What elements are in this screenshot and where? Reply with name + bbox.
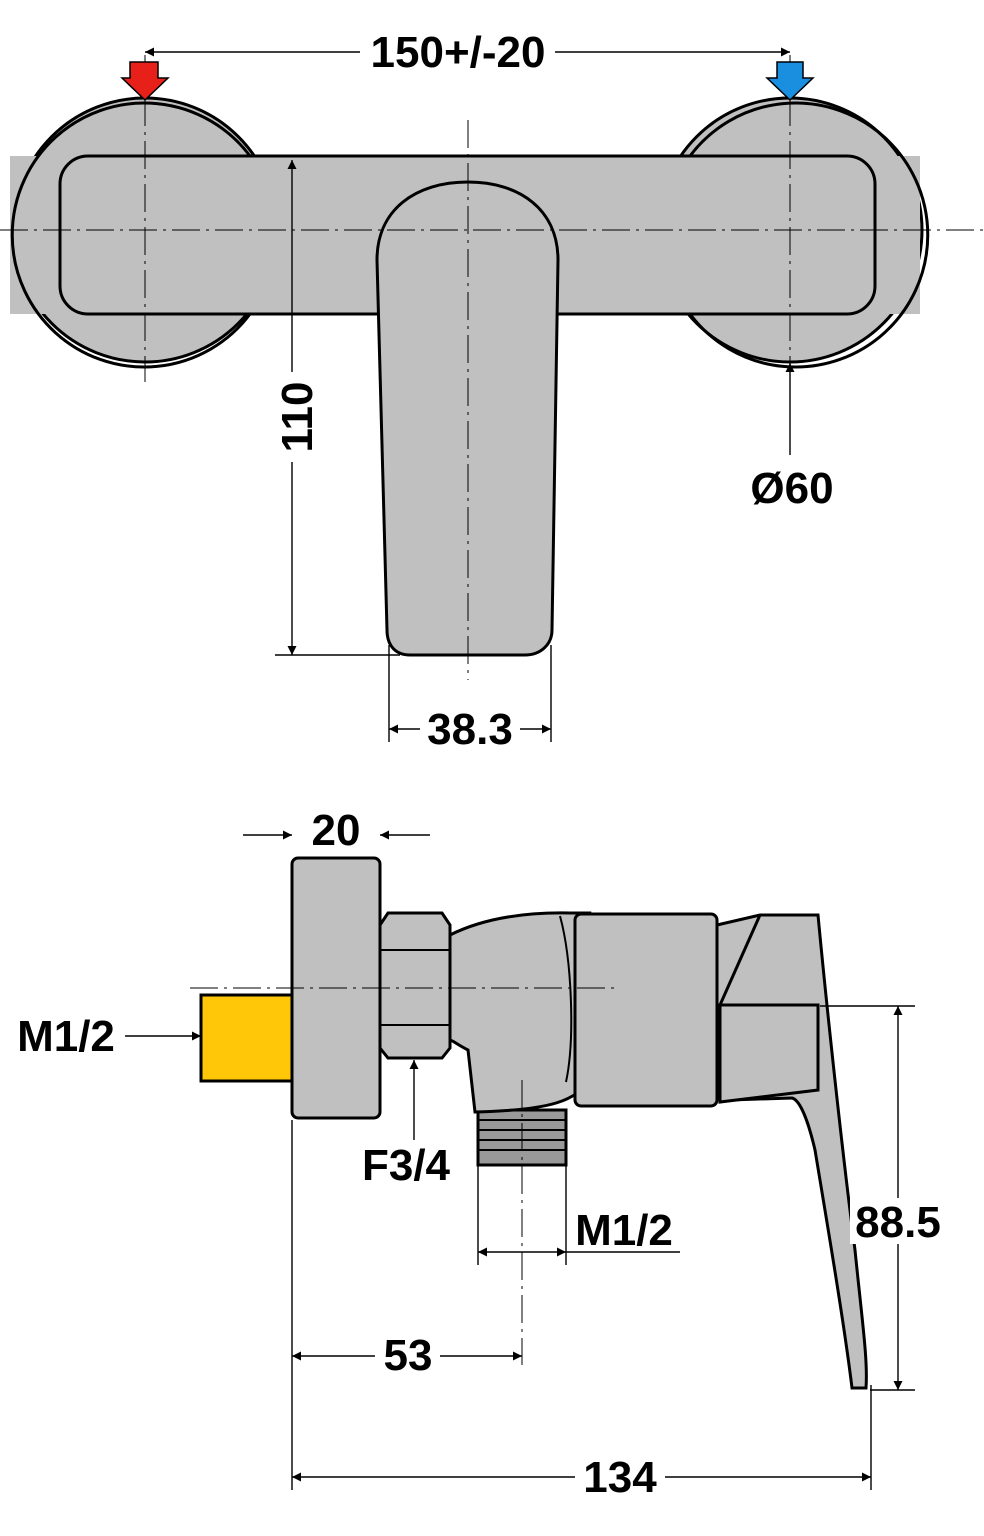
lever-collar	[718, 1003, 820, 1104]
housing-seam	[559, 915, 573, 1083]
label-total-depth: 134	[583, 1453, 657, 1502]
side-lever	[715, 913, 868, 1390]
label-bg-height	[270, 372, 320, 462]
cold-water-arrow	[765, 61, 815, 102]
hot-water-arrow	[120, 61, 170, 102]
label-bg-lever-width	[420, 704, 520, 750]
label-outlet-thread: M1/2	[575, 1206, 673, 1255]
lever-front-edge	[718, 914, 762, 1006]
label-lever-height: 88.5	[855, 1198, 941, 1247]
cartridge-housing	[573, 912, 719, 1108]
lever-handle	[375, 180, 560, 657]
side-view: 20 M1/2 F3/4 M1/2 53 134 88.5	[17, 806, 946, 1502]
left-escutcheon-edge	[10, 101, 252, 369]
label-dim-flange: 20	[312, 806, 361, 855]
inlet-connector	[199, 993, 295, 1083]
right-escutcheon-edge	[688, 101, 930, 369]
hex-nut	[378, 911, 452, 1060]
label-nut-thread: F3/4	[362, 1141, 451, 1190]
label-outlet-offset: 53	[384, 1331, 433, 1380]
label-inlet-thread: M1/2	[17, 1012, 115, 1061]
label-bg-lever-height	[850, 1198, 946, 1244]
label-dim-diameter: Ø60	[750, 464, 833, 513]
label-dim-width: 150+/-20	[371, 28, 546, 77]
top-view: 150+/-20 110 Ø60 38.3	[0, 28, 984, 754]
label-dim-lever-width: 38.3	[427, 705, 513, 754]
label-dim-height: 110	[273, 382, 322, 453]
